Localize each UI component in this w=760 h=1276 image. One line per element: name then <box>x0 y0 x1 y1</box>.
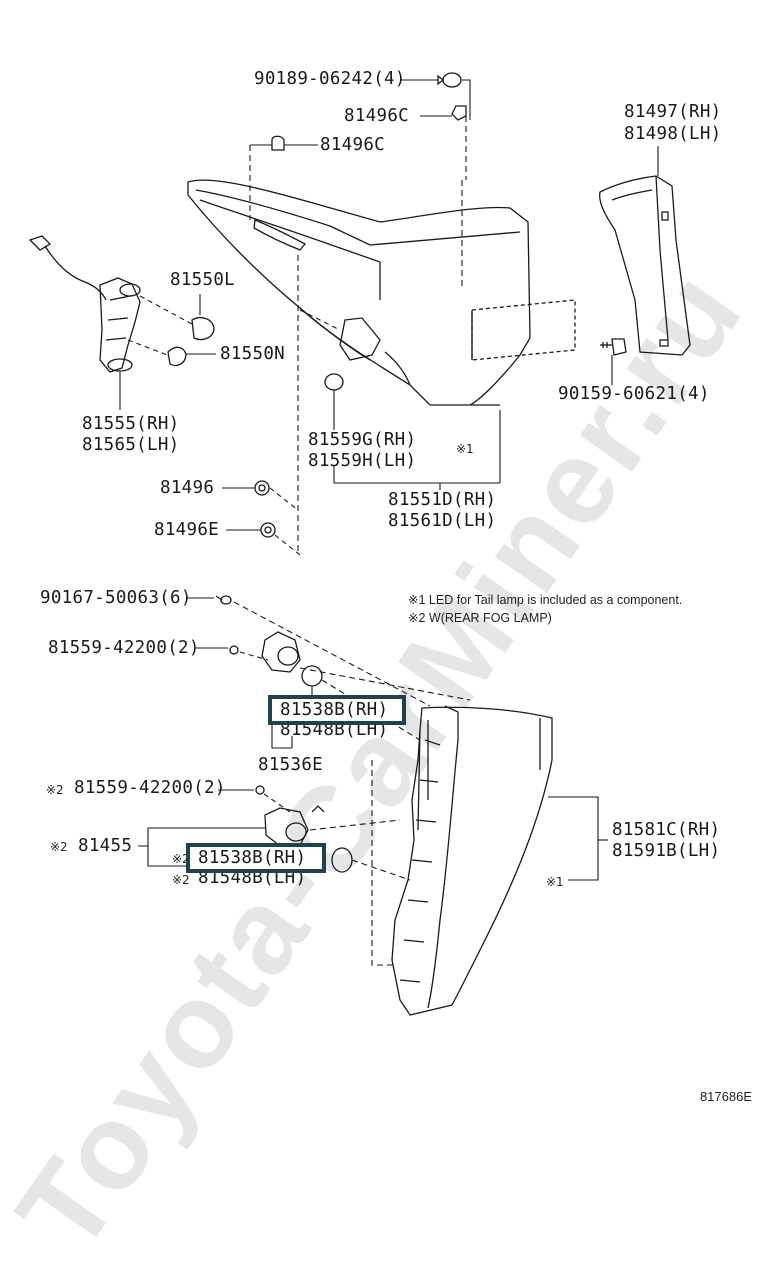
part-label-81551d-rh: 81551D(RH) <box>388 490 497 510</box>
part-label-81496: 81496 <box>160 478 215 498</box>
upper-socket-drawing <box>215 595 323 687</box>
socket-wire-drawing <box>28 235 215 373</box>
part-label-81559h-lh: 81559H(LH) <box>308 451 417 471</box>
part-label-81555-rh: 81555(RH) <box>82 414 180 434</box>
note-mark-2-a: ※2 <box>46 783 64 797</box>
part-label-90189-06242: 90189-06242(4) <box>254 69 406 89</box>
note-mark-2-d: ※2 <box>172 873 190 887</box>
part-label-81565-lh: 81565(LH) <box>82 435 180 455</box>
part-label-90167-50063: 90167-50063(6) <box>40 588 192 608</box>
part-label-81550l: 81550L <box>170 270 236 290</box>
part-label-81559-42200-upper: 81559-42200(2) <box>48 638 200 658</box>
part-label-81559g-rh: 81559G(RH) <box>308 430 417 450</box>
part-label-81536e: 81536E <box>258 755 324 775</box>
part-label-81496c-lower: 81496C <box>320 135 386 155</box>
note-mark-1-lower: ※1 <box>546 875 564 889</box>
footnote-1: ※1 LED for Tail lamp is included as a co… <box>408 593 683 607</box>
part-label-81561d-lh: 81561D(LH) <box>388 511 497 531</box>
outer-tail-lamp-drawing <box>187 179 576 406</box>
part-label-81548b-lh-lower: 81548B(LH) <box>198 868 307 888</box>
part-label-81498-lh: 81498(LH) <box>624 124 722 144</box>
part-label-81548b-lh-upper: 81548B(LH) <box>280 720 389 740</box>
part-label-90159-60621: 90159-60621(4) <box>558 384 710 404</box>
part-label-81591b-lh: 81591B(LH) <box>612 841 721 861</box>
part-label-81538b-rh-lower: 81538B(RH) <box>198 848 307 868</box>
illustration-code: 817686E <box>699 1089 752 1104</box>
clip-drawings <box>271 72 467 151</box>
part-label-81581c-rh: 81581C(RH) <box>612 820 721 840</box>
footnote-2: ※2 W(REAR FOG LAMP) <box>408 611 552 625</box>
parts-illustration <box>28 72 691 1016</box>
note-mark-2-b: ※2 <box>50 840 68 854</box>
screw-90159-drawing <box>600 338 627 356</box>
inner-tail-lamp-drawing <box>391 705 553 1016</box>
part-label-81559-42200-lower: 81559-42200(2) <box>74 778 226 798</box>
part-label-81497-rh: 81497(RH) <box>624 102 722 122</box>
diagram: Toyota-CarMiner.ru <box>0 69 760 1275</box>
part-label-81496c-upper: 81496C <box>344 106 410 126</box>
leader-lines <box>119 79 659 966</box>
part-label-81455: 81455 <box>78 836 133 856</box>
note-mark-2-c: ※2 <box>172 852 190 866</box>
part-label-81550n: 81550N <box>220 344 286 364</box>
note-mark-1-upper: ※1 <box>456 442 474 456</box>
bracket-cover-drawing <box>599 175 691 356</box>
part-label-81496e: 81496E <box>154 520 220 540</box>
part-label-81538b-rh-upper: 81538B(RH) <box>280 700 389 720</box>
highlight-box-upper <box>268 695 406 725</box>
highlight-box-lower <box>186 843 326 873</box>
